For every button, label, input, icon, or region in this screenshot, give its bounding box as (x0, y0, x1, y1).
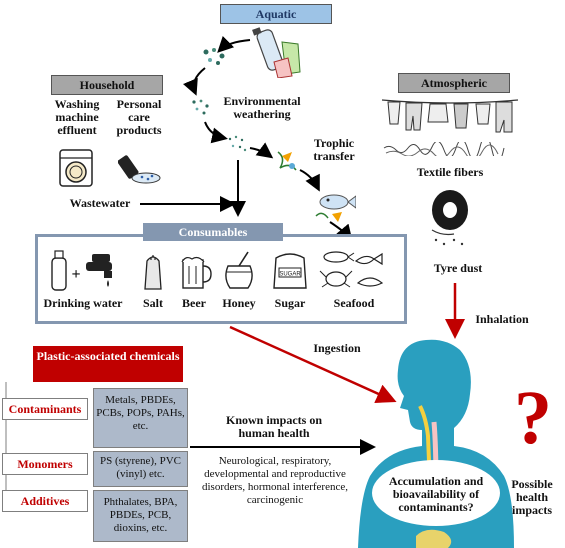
personal-care-label: Personal care products (116, 97, 162, 137)
microplastics-icon (192, 99, 209, 115)
clothesline-icon (381, 99, 519, 133)
trophic-transfer-label: Trophic transfer (313, 136, 355, 163)
environmental-weathering-label: Environmental weathering (223, 94, 301, 121)
tap-water-icon (86, 254, 112, 287)
possible-impacts-label: Possible health impacts (511, 477, 553, 517)
arrow-fragments-down (183, 67, 206, 96)
item-beer: Beer (182, 296, 206, 310)
water-bottle-icon (51, 250, 67, 291)
known-impacts-title: Known impacts on human health (225, 413, 323, 440)
tyre-icon (431, 190, 468, 246)
item-seafood: Seafood (333, 296, 375, 310)
category-monomers: Monomers (2, 453, 88, 475)
sugar-bag-icon: SUGAR (273, 253, 307, 289)
fish-food-web-icon (315, 194, 356, 222)
beer-mug-icon (181, 256, 212, 289)
item-sugar: Sugar (274, 296, 306, 310)
washing-machine-icon (59, 149, 93, 187)
plus-sign: + (71, 266, 81, 283)
consumables-header: Consumables (143, 223, 283, 241)
additives-details: Phthalates, BPA, PBDEs, PCB, dioxins, et… (93, 490, 188, 542)
item-drinking-water: Drinking water (43, 296, 123, 310)
aquatic-header: Aquatic (220, 4, 332, 24)
washing-machine-label: Washing machine effluent (54, 97, 100, 137)
atmospheric-header: Atmospheric (398, 73, 510, 93)
nanoplastics-icon (228, 135, 247, 152)
arrow-ingestion (229, 325, 397, 403)
honey-pot-icon (225, 251, 253, 289)
tyre-dust-label: Tyre dust (433, 261, 483, 275)
contaminants-details: Metals, PBDEs, PCBs, POPs, PAHs, etc. (93, 388, 188, 448)
wastewater-label: Wastewater (69, 196, 131, 210)
ingestion-label: Ingestion (313, 341, 361, 355)
personal-care-icon (118, 155, 161, 184)
arrow-weathering (204, 121, 228, 144)
plastic-fragments-icon (203, 48, 225, 65)
plankton-icon (277, 151, 297, 171)
category-additives: Additives (2, 490, 88, 512)
accumulation-label: Accumulation and bioavailability of cont… (388, 474, 484, 514)
arrow-trophic-1 (249, 142, 274, 159)
category-contaminants: Contaminants (2, 398, 88, 420)
textile-fibers-label: Textile fibers (416, 165, 484, 179)
monomers-details: PS (styrene), PVC (vinyl) etc. (93, 451, 188, 487)
inhalation-label: Inhalation (475, 312, 529, 326)
sugar-bag-text: SUGAR (279, 272, 301, 278)
thought-bubble (372, 460, 500, 526)
item-honey: Honey (222, 296, 256, 310)
chemicals-header: Plastic-associated chemicals (33, 346, 183, 382)
item-salt: Salt (142, 296, 163, 310)
fibers-icon (383, 142, 505, 156)
known-impacts-text: Neurological, respiratory, developmental… (202, 455, 348, 506)
plastic-bottle-icon (252, 27, 301, 78)
question-mark: ? (514, 376, 552, 460)
arrow-bottle-to-fragments (217, 35, 251, 53)
salt-shaker-icon (144, 255, 162, 290)
seafood-icon (319, 251, 384, 288)
household-header: Household (51, 75, 163, 95)
arrow-trophic-2 (299, 169, 320, 192)
